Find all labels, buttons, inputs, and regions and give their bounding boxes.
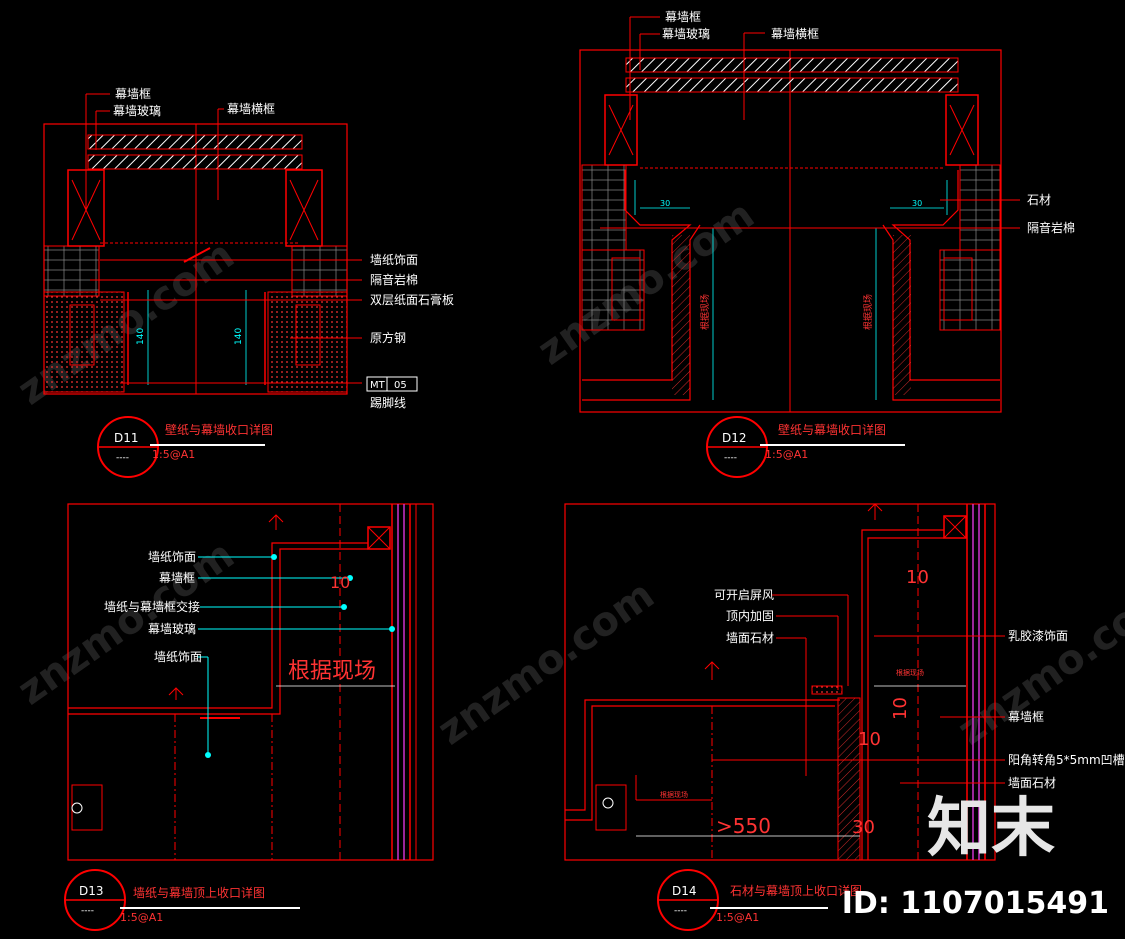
d13-dim: 根据现场 [288,659,376,684]
d13-text: 墙纸饰面 幕墙框 墙纸与幕墙框交接 幕墙玻璃 墙纸饰面 10 根据现场 D13 … [79,550,376,924]
d13-label: 幕墙玻璃 [148,622,196,636]
d11-label: 幕墙横框 [227,102,275,116]
d12-dim: 根据现场 [862,294,874,330]
d13-scale: 1:5@A1 [120,911,163,924]
d11-label: 踢脚线 [370,395,406,410]
d12-label: 隔音岩棉 [1027,220,1075,235]
d14-label: 墙面石材 [726,631,774,645]
d14-label: 墙面石材 [1008,776,1056,790]
d14-tag-sub: ---- [674,906,687,916]
d14-dim: 根据现场 [896,668,924,677]
d13-tag-sub: ---- [81,906,94,916]
d11-tag: D11 [114,431,139,445]
d11-label: 隔音岩棉 [370,272,418,287]
d11-dim: 140 [234,328,244,345]
d12-dim: 30 [660,199,670,208]
d11-label: 幕墙玻璃 [113,104,161,118]
d14-title: 石材与幕墙顶上收口详图 [730,883,862,898]
d12-dim: 30 [912,199,922,208]
d13-title: 墙纸与幕墙顶上收口详图 [133,885,265,900]
detail-d12 [579,16,1020,478]
d11-label: 原方钢 [370,330,406,345]
d11-scale: 1:5@A1 [152,448,195,461]
detail-d13 [64,503,434,931]
d13-label: 幕墙框 [159,571,195,585]
d11-title: 壁纸与幕墙收口详图 [165,422,273,437]
d14-dim: 30 [852,817,875,838]
d14-label: 乳胶漆饰面 [1008,628,1068,643]
d14-label: 阳角转角5*5mm凹槽 [1008,752,1125,767]
d12-dim: 根据现场 [699,294,711,330]
d13-label: 墙纸与幕墙框交接 [104,599,200,614]
d12-tag: D12 [722,431,747,445]
d11-label: 双层纸面石膏板 [370,292,454,307]
d11-tag-sub: ---- [116,453,129,463]
d11-label: 幕墙框 [115,87,151,101]
d11-mt-code: MT [370,380,386,391]
id-text: ID: 1107015491 [841,886,1109,921]
d14-dim: 10 [890,697,911,720]
d12-label: 幕墙横框 [771,27,819,41]
d14-tag: D14 [672,884,697,898]
d13-label: 墙纸饰面 [148,550,196,564]
d12-text: 幕墙框 幕墙玻璃 幕墙横框 石材 隔音岩棉 30 30 根据现场 根据现场 D1… [660,10,1075,463]
d14-label: 顶内加固 [726,609,774,623]
d12-label: 幕墙玻璃 [662,27,710,41]
d14-dim: 根据现场 [660,790,688,799]
d13-tag: D13 [79,884,104,898]
detail-d11 [43,93,418,478]
d11-label: 墙纸饰面 [370,253,418,267]
d14-scale: 1:5@A1 [716,911,759,924]
d12-title: 壁纸与幕墙收口详图 [778,422,886,437]
detail-d14 [564,503,1005,931]
d12-tag-sub: ---- [724,453,737,463]
d12-scale: 1:5@A1 [765,448,808,461]
d13-label: 墙纸饰面 [154,650,202,664]
d14-text: 可开启屏风 顶内加固 墙面石材 乳胶漆饰面 幕墙框 阳角转角5*5mm凹槽 墙面… [660,567,1125,924]
d14-dim: >550 [716,814,771,838]
d14-dim: 10 [858,729,881,750]
d12-label: 石材 [1027,193,1051,207]
d11-text: 幕墙框 幕墙玻璃 幕墙横框 墙纸饰面 隔音岩棉 双层纸面石膏板 原方钢 踢脚线 … [113,87,454,463]
brand-logo: 知末 [927,792,1055,866]
d12-label: 幕墙框 [665,10,701,24]
d13-dim: 10 [330,573,350,592]
d14-label: 幕墙框 [1008,710,1044,724]
d11-dim: 140 [136,328,146,345]
d11-mt-num: 05 [394,380,407,391]
d14-label: 可开启屏风 [714,588,774,602]
d14-dim: 10 [906,567,929,588]
